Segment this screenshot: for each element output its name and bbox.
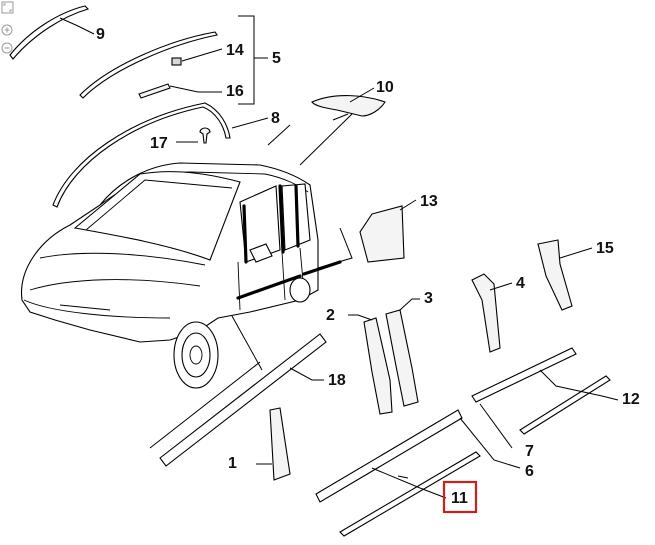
part-6-front-door-moulding[interactable] bbox=[315, 409, 463, 503]
zoom-out-icon[interactable] bbox=[1, 42, 13, 54]
callout-17[interactable]: 17 bbox=[150, 135, 168, 152]
callout-15[interactable]: 15 bbox=[596, 240, 614, 257]
part-4-b-pillar-trim[interactable] bbox=[471, 273, 501, 353]
callout-12[interactable]: 12 bbox=[622, 391, 640, 408]
vehicle-body bbox=[20, 162, 353, 389]
part-11-front-door-strip[interactable] bbox=[339, 451, 481, 537]
callout-16[interactable]: 16 bbox=[226, 83, 244, 100]
viewer-toolbar bbox=[1, 1, 14, 54]
callout-10[interactable]: 10 bbox=[376, 79, 394, 96]
callout-9[interactable]: 9 bbox=[96, 26, 105, 43]
part-13-quarter-trim[interactable] bbox=[359, 205, 405, 263]
callout-2[interactable]: 2 bbox=[326, 307, 335, 324]
callout-3[interactable]: 3 bbox=[424, 290, 433, 307]
part-17-push-clip[interactable] bbox=[199, 127, 211, 144]
part-8-drip-moulding[interactable] bbox=[52, 102, 231, 208]
callout-7[interactable]: 7 bbox=[525, 443, 534, 460]
callout-18[interactable]: 18 bbox=[328, 372, 346, 389]
part-15-pillar-trim[interactable] bbox=[537, 239, 573, 311]
zoom-in-icon[interactable] bbox=[1, 24, 13, 36]
part-5-roof-strip[interactable] bbox=[79, 31, 218, 99]
callout-6[interactable]: 6 bbox=[525, 463, 534, 480]
callout-14[interactable]: 14 bbox=[226, 42, 244, 59]
part-1-door-trim[interactable] bbox=[269, 407, 291, 481]
part-14-clip[interactable] bbox=[171, 57, 182, 66]
part-2-pillar-trim[interactable] bbox=[363, 317, 393, 415]
expand-icon[interactable] bbox=[1, 1, 14, 14]
callout-4[interactable]: 4 bbox=[516, 275, 525, 292]
callout-8[interactable]: 8 bbox=[271, 110, 280, 127]
callout-11-highlight[interactable]: 11 bbox=[442, 480, 478, 514]
callout-1[interactable]: 1 bbox=[228, 455, 237, 472]
part-16-strip[interactable] bbox=[138, 83, 171, 99]
part-9-roof-moulding[interactable] bbox=[9, 5, 90, 60]
part-12-rear-door-moulding[interactable] bbox=[471, 347, 577, 403]
callout-11[interactable]: 11 bbox=[451, 490, 468, 507]
part-10-upper-trim[interactable] bbox=[311, 95, 386, 117]
callout-5[interactable]: 5 bbox=[272, 50, 281, 67]
part-12-lower-strip[interactable] bbox=[519, 375, 611, 435]
callout-13[interactable]: 13 bbox=[420, 193, 438, 210]
part-18-sill-moulding[interactable] bbox=[159, 333, 327, 467]
